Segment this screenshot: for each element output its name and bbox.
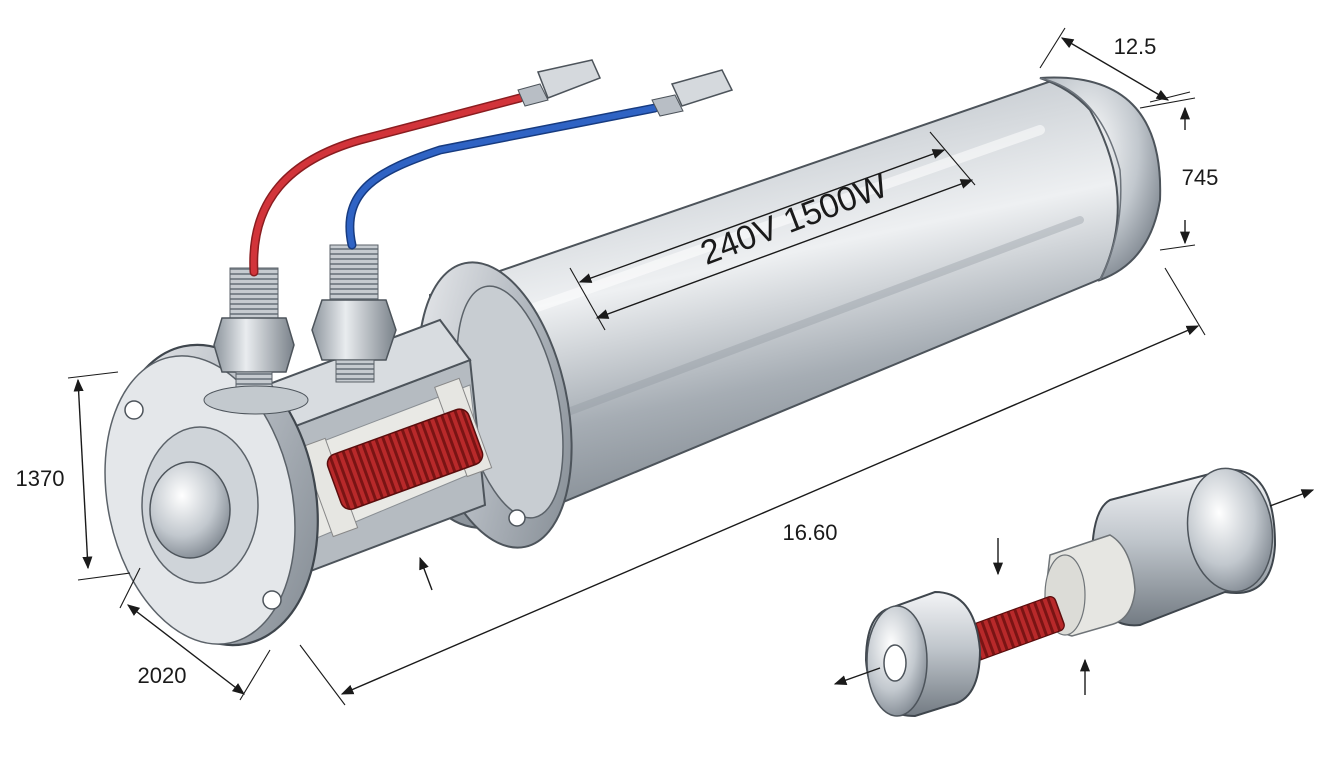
dimension-flange-depth: 2020 — [119, 567, 271, 701]
dimension-label: 12.5 — [1114, 34, 1157, 59]
bolt-hole — [124, 400, 144, 420]
element-exploded-view — [833, 467, 1315, 718]
dimension-label: 1370 — [16, 466, 65, 491]
dimension-label: 745 — [1182, 165, 1219, 190]
dimension-diameter-top: 12.5 — [1039, 27, 1191, 103]
dimension-label: 2020 — [138, 663, 187, 688]
red-wire — [249, 59, 602, 277]
blue-wire — [345, 69, 734, 250]
spade-connector — [670, 69, 734, 107]
end-sleeve-large — [1090, 467, 1277, 627]
center-boss — [149, 461, 231, 559]
pointer-arrow — [419, 556, 433, 591]
end-sleeve-small — [864, 590, 982, 718]
dimension-label: 16.60 — [782, 520, 837, 545]
dimension-height-right: 745 — [1139, 97, 1219, 251]
axis-arrow-left — [833, 667, 881, 685]
spade-connector — [536, 59, 602, 99]
bolt-hole — [508, 509, 526, 527]
axis-arrow-right — [1269, 489, 1315, 507]
dimension-overall-length: 16.60 — [299, 267, 1206, 706]
front-flange — [104, 343, 319, 647]
bolt-hole — [262, 590, 282, 610]
terminal-left — [203, 267, 309, 415]
dimension-flange-height: 1370 — [16, 371, 131, 581]
center-bore — [883, 644, 907, 682]
